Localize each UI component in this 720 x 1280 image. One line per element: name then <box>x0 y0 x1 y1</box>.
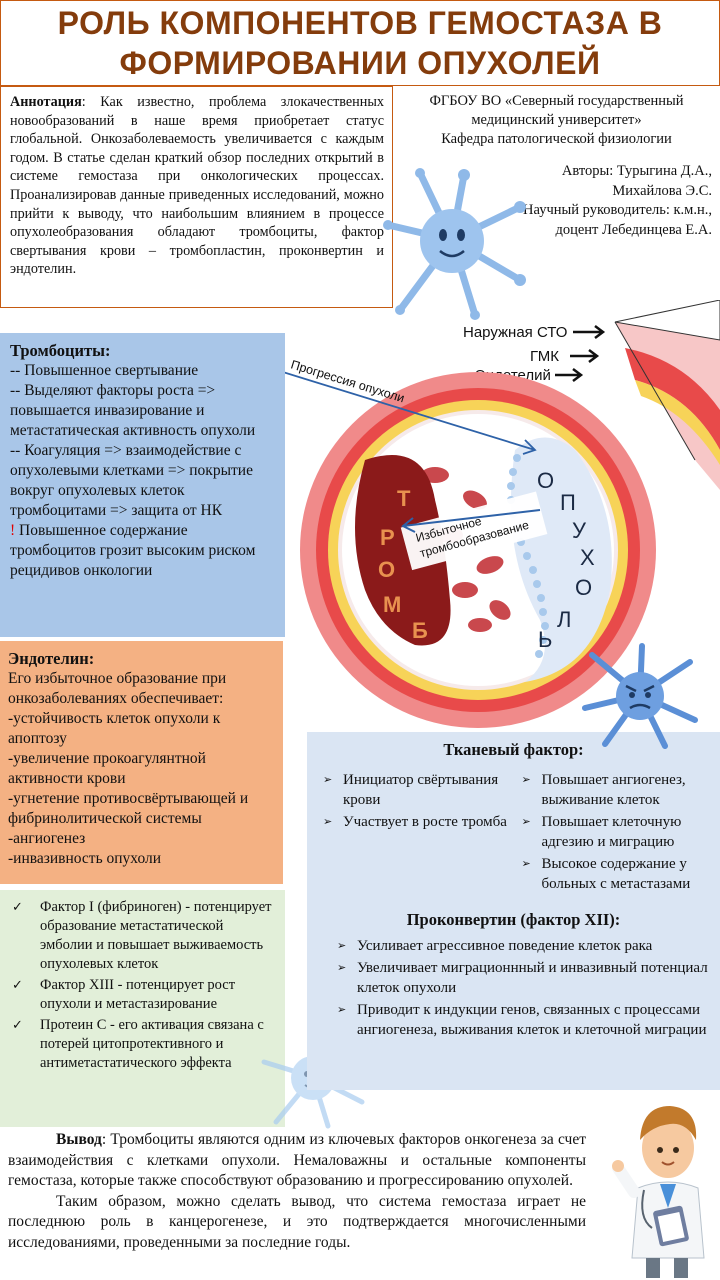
tumor-letter: Ь <box>538 627 552 652</box>
thrombus-letter: Р <box>380 525 395 550</box>
tumor-letter: У <box>572 518 587 543</box>
tumor-letter: Л <box>557 607 571 632</box>
proconvertin-item: Приводит к индукции генов, связанных с п… <box>331 1000 710 1040</box>
conclusion-text-1: : Тромбоциты являются одним из ключевых … <box>8 1131 586 1189</box>
label-smooth-muscle: ГМК <box>530 348 559 365</box>
warning-mark: ! <box>10 522 16 539</box>
coagulation-factors-panel: Фактор I (фибриноген) - потенцирует обра… <box>0 890 285 1127</box>
tissue-factor-heading: Тканевый фактор: <box>443 740 584 759</box>
endothelin-panel: Эндотелин: Его избыточное образование пр… <box>0 641 283 884</box>
platelets-panel: Тромбоциты: -- Повышенное свертывание --… <box>0 333 285 637</box>
proconvertin-heading: Проконвертин (фактор XII): <box>406 910 621 929</box>
tissue-factor-list-left: Инициатор свёртывания крови Участвует в … <box>317 770 512 896</box>
authors-line-4: доцент Лебединцева Е.А. <box>555 221 712 238</box>
tumor-letter: Х <box>580 545 595 570</box>
thrombus-letter: М <box>383 592 401 617</box>
label-outer-layer: Наружная СТО <box>463 324 567 341</box>
conclusion-paragraph-1: Вывод: Тромбоциты являются одним из ключ… <box>8 1130 586 1192</box>
institution-line-1: ФГБОУ ВО «Северный государственный <box>429 93 684 109</box>
factors-list: Фактор I (фибриноген) - потенцирует обра… <box>8 898 277 1073</box>
conclusion-block: Вывод: Тромбоциты являются одним из ключ… <box>8 1130 586 1253</box>
institution-block: ФГБОУ ВО «Северный государственный медиц… <box>393 92 720 149</box>
page-title: РОЛЬ КОМПОНЕНТОВ ГЕМОСТАЗА В ФОРМИРОВАНИ… <box>58 3 663 83</box>
platelets-warning: ! Повышенное содержание тромбоцитов гроз… <box>10 521 275 581</box>
factor-item: Фактор I (фибриноген) - потенцирует обра… <box>8 898 277 974</box>
vessel-wall-cross-section <box>614 300 720 490</box>
title-banner: РОЛЬ КОМПОНЕНТОВ ГЕМОСТАЗА В ФОРМИРОВАНИ… <box>0 0 720 86</box>
vessel-diagram: Наружная СТО ГМК Эндотелий Т Р О М Б <box>285 300 720 728</box>
tumor-letter: П <box>560 490 576 515</box>
endothelin-item: -устойчивость клеток опухоли к апоптозу <box>8 710 221 747</box>
abstract-label: Аннотация <box>10 94 82 110</box>
authors-line-1: Авторы: Турыгина Д.А., <box>561 163 712 179</box>
endothelin-intro: Его избыточное образование при онкозабол… <box>8 670 227 707</box>
institution-line-3: Кафедра патологической физиологии <box>441 131 672 147</box>
tumor-letter: О <box>575 575 592 600</box>
platelets-heading: Тромбоциты: <box>10 341 111 360</box>
tissue-factor-item: Высокое содержание у больных с метастаза… <box>516 854 711 894</box>
tissue-factor-list-right: Повышает ангиогенез, выживание клеток По… <box>516 770 711 896</box>
conclusion-label: Вывод <box>56 1131 102 1148</box>
endothelin-item: -угнетение противосвёртывающей и фибрино… <box>8 790 249 827</box>
tumor-letter: О <box>537 468 554 493</box>
tissue-factor-item: Участвует в росте тромба <box>317 812 512 832</box>
platelets-item: -- Повышенное свертывание <box>10 362 199 379</box>
platelets-item: -- Коагуляция => взаимодействие с опухол… <box>10 442 253 519</box>
cancer-cell-illustration-top <box>383 168 526 320</box>
title-line-1: РОЛЬ КОМПОНЕНТОВ ГЕМОСТАЗА В <box>57 5 663 41</box>
tissue-factor-item: Повышает клеточную адгезию и миграцию <box>516 812 711 852</box>
thrombus-letter: Б <box>412 618 428 643</box>
thrombus-letter: Т <box>397 486 411 511</box>
endothelin-item: -увеличение прокоагулянтной активности к… <box>8 750 206 787</box>
factor-item: Протеин С - его активация связана с поте… <box>8 1016 277 1073</box>
title-line-2: ФОРМИРОВАНИИ ОПУХОЛЕЙ <box>119 45 601 81</box>
platelets-warning-text: Повышенное содержание тромбоцитов грозит… <box>10 522 256 579</box>
tissue-factor-item: Повышает ангиогенез, выживание клеток <box>516 770 711 810</box>
label-progression: Прогрессия опухоли <box>289 357 406 405</box>
institution-line-2: медицинский университет» <box>471 112 642 128</box>
thrombus-letter: О <box>378 557 395 582</box>
factor-item: Фактор XIII - потенцирует рост опухоли и… <box>8 976 277 1014</box>
tissue-factor-item: Инициатор свёртывания крови <box>317 770 512 810</box>
endothelin-heading: Эндотелин: <box>8 649 95 668</box>
angry-cancer-cell-illustration <box>582 643 698 749</box>
abstract-box: Аннотация: Как известно, проблема злокач… <box>0 86 393 308</box>
endothelin-item: -ангиогенез <box>8 830 86 847</box>
endothelin-item: -инвазивность опухоли <box>8 850 162 867</box>
tissue-factor-panel: Тканевый фактор: Инициатор свёртывания к… <box>307 732 720 1090</box>
authors-line-3: Научный руководитель: к.м.н., <box>523 202 712 218</box>
platelets-item: -- Выделяют факторы роста => повышается … <box>10 382 256 439</box>
conclusion-paragraph-2: Таким образом, можно сделать вывод, что … <box>8 1192 586 1251</box>
proconvertin-list: Усиливает агрессивное поведение клеток р… <box>317 936 710 1040</box>
authors-block: Авторы: Турыгина Д.А., Михайлова Э.С. На… <box>392 162 712 240</box>
proconvertin-item: Усиливает агрессивное поведение клеток р… <box>331 936 710 956</box>
abstract-text: : Как известно, проблема злокачественных… <box>10 94 384 278</box>
authors-line-2: Михайлова Э.С. <box>612 182 712 199</box>
proconvertin-item: Увеличивает миграционнный и инвазивный п… <box>331 958 710 998</box>
doctor-illustration <box>612 1106 705 1278</box>
